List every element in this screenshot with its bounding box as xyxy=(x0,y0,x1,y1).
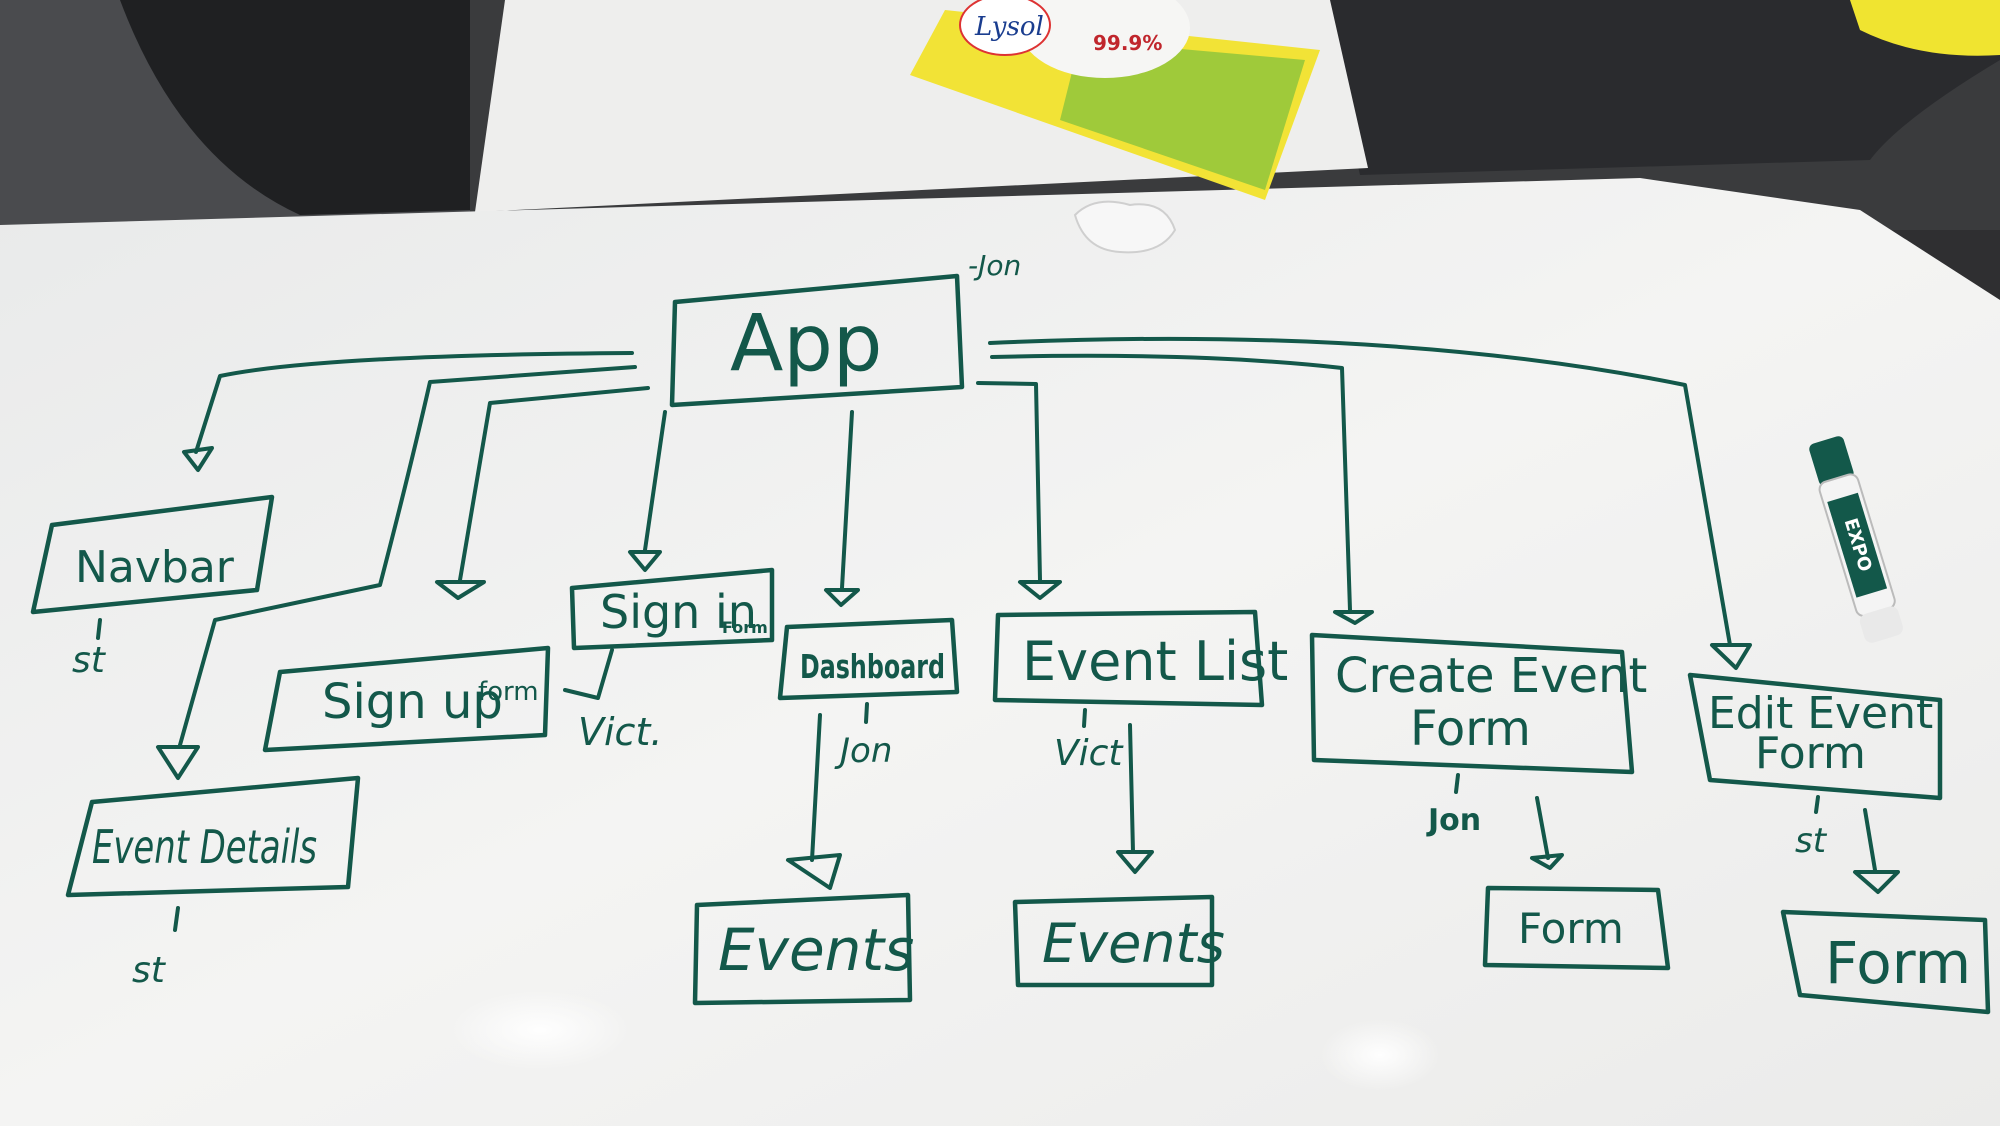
yellow-object xyxy=(1850,0,2000,56)
edge-app-editeventform-arrowhead xyxy=(1710,643,1752,670)
edge-app-eventdetails-arrowhead xyxy=(156,745,200,780)
node-event-list: Event List Vict xyxy=(992,609,1288,874)
node-create-event-form-label-line2: Form xyxy=(1410,701,1531,757)
edge-app-dashboard xyxy=(840,410,854,590)
node-create-event-form: Create Event Form Jon xyxy=(1309,632,1647,870)
wipes-brand-label: Lysol xyxy=(974,12,1044,42)
node-event-list-owner-note: Vict xyxy=(1054,733,1124,774)
edge-app-navbar xyxy=(194,351,634,454)
edge-editeventform-form xyxy=(1863,808,1877,872)
node-sign-up-form: Sign up form Vict. xyxy=(262,645,662,754)
node-create-event-form-label-line1: Create Event xyxy=(1335,648,1647,704)
edge-app-signup xyxy=(458,386,650,582)
node-navbar-owner-tick xyxy=(96,618,102,640)
light-glare xyxy=(1320,1019,1440,1091)
edge-editeventform-form-arrowhead xyxy=(1853,870,1900,894)
node-create-event-form-owner-note: Jon xyxy=(1426,803,1481,838)
edge-createeventform-form xyxy=(1535,796,1550,860)
node-form-2: Form xyxy=(1780,909,1991,1015)
node-form-1: Form xyxy=(1482,885,1671,971)
node-sign-in-form-label: Sign in xyxy=(600,585,757,639)
node-navbar-label: Navbar xyxy=(75,542,235,593)
node-events-1-label: Events xyxy=(718,916,914,984)
disinfecting-wipes-package: Lysol 99.9% xyxy=(910,0,1320,200)
node-events-1: Events xyxy=(692,892,914,1006)
node-events-2: Events xyxy=(1012,894,1225,988)
node-app: App -Jon xyxy=(669,249,1021,408)
chair-seat xyxy=(120,0,470,215)
node-form-1-label: Form xyxy=(1518,904,1624,953)
node-dashboard-label: Dashboard xyxy=(800,647,945,686)
edge-app-createeventform-arrowhead xyxy=(1333,610,1374,625)
node-sign-up-form-label-small: form xyxy=(478,677,539,707)
node-sign-in-form: Sign in Form xyxy=(569,567,775,651)
node-create-event-form-owner-tick xyxy=(1454,773,1460,794)
edge-eventlist-events-arrowhead xyxy=(1116,850,1154,874)
edge-dashboard-events xyxy=(810,713,822,862)
node-edit-event-form-owner-tick xyxy=(1814,795,1820,814)
node-edit-event-form: Edit Event Form st xyxy=(1687,672,1943,894)
edge-dashboard-events-arrowhead xyxy=(786,853,842,890)
node-event-details-owner-tick xyxy=(173,906,180,932)
edge-app-editeventform xyxy=(988,336,1732,647)
edge-app-signup-arrowhead xyxy=(435,580,486,600)
wipes-claim-label: 99.9% xyxy=(1093,31,1162,55)
light-glare xyxy=(450,990,630,1070)
node-event-list-owner-tick xyxy=(1082,708,1087,728)
node-edit-event-form-owner-note: st xyxy=(1795,821,1828,861)
node-dashboard-owner-note: Jon xyxy=(834,731,892,771)
node-event-details: Event Details st xyxy=(65,775,361,991)
edge-app-eventdetails xyxy=(178,365,637,747)
person-sleeve xyxy=(1320,0,2000,175)
whiteboard-surface xyxy=(0,178,2000,1126)
node-sign-up-form-owner-tick xyxy=(563,648,614,700)
node-edit-event-form-label-line1: Edit Event xyxy=(1708,688,1933,739)
node-dashboard: Dashboard Jon xyxy=(777,617,960,890)
edge-app-signin-arrowhead xyxy=(628,550,662,572)
node-events-2-label: Events xyxy=(1042,912,1225,975)
node-navbar-owner-note: st xyxy=(72,640,107,681)
expo-marker: EXPO xyxy=(1809,436,1903,643)
node-edit-event-form-label-line2: Form xyxy=(1755,728,1866,779)
node-sign-in-form-label-small: Form xyxy=(722,618,768,637)
node-event-details-owner-note: st xyxy=(132,950,167,991)
node-sign-up-form-label: Sign up xyxy=(322,674,503,730)
node-event-list-label: Event List xyxy=(1022,630,1288,693)
node-app-label: App xyxy=(730,299,882,389)
edge-app-eventlist-arrowhead xyxy=(1018,580,1062,600)
node-event-details-label: Event Details xyxy=(92,820,317,874)
component-tree-diagram: App -Jon Navbar st Event Detai xyxy=(30,249,1991,1015)
node-navbar: Navbar st xyxy=(30,494,275,681)
node-app-owner-note: -Jon xyxy=(968,249,1021,282)
edge-eventlist-events xyxy=(1128,723,1135,854)
node-sign-up-form-owner-note: Vict. xyxy=(578,710,662,754)
edge-app-dashboard-arrowhead xyxy=(824,588,860,607)
crumpled-tissue xyxy=(1073,200,1177,254)
edge-createeventform-form-arrowhead xyxy=(1530,853,1564,870)
node-dashboard-owner-tick xyxy=(864,702,869,724)
node-form-2-label: Form xyxy=(1825,929,1971,997)
edge-app-createeventform xyxy=(990,353,1352,612)
edge-app-navbar-arrowhead xyxy=(182,446,214,472)
edge-app-eventlist xyxy=(976,381,1042,582)
edge-app-signin xyxy=(643,410,667,552)
